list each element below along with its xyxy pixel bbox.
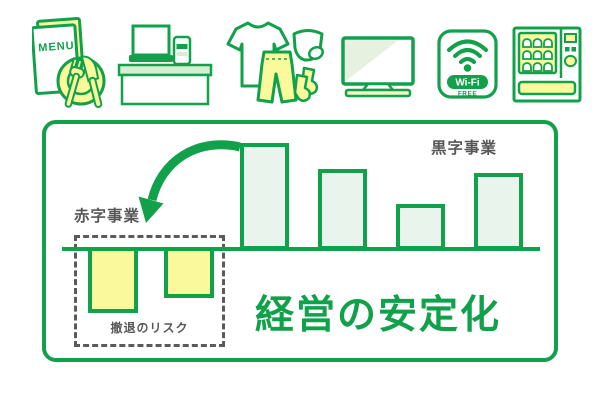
cash-register-icon (117, 24, 213, 106)
wifi-badge (447, 75, 488, 89)
dispense-tray (517, 80, 577, 96)
menu-text: MENU (38, 40, 75, 55)
counter-body (120, 73, 210, 106)
restaurant-menu-icon: MENU (32, 17, 106, 109)
clothing-icon (226, 21, 325, 104)
arrowhead-icon (138, 196, 164, 223)
pants-icon (256, 50, 298, 104)
loss-bars (88, 247, 214, 313)
bill-slot (564, 33, 577, 43)
knife-icon (80, 55, 103, 109)
counter-top (117, 63, 213, 77)
profit-bar (474, 173, 523, 250)
wifi-waves-icon (447, 39, 488, 64)
socks-icon (293, 66, 319, 102)
fork-icon (64, 57, 89, 108)
curved-arrow-icon (147, 140, 241, 202)
profit-bar (240, 143, 289, 250)
risk-label: 撤退のリスク (110, 321, 189, 335)
profit-bar (396, 204, 445, 250)
wifi-badge-text: Wi-Fi (455, 78, 480, 89)
main-title: 経営の安定化 (255, 294, 502, 337)
risk-dashed-box (74, 235, 225, 347)
loss-label: 赤字事業 (74, 208, 141, 225)
receipt-printer (172, 35, 192, 66)
tv-icon (341, 36, 415, 98)
panel-graphics (62, 140, 540, 251)
vending-machine-icon (512, 26, 582, 103)
product-slots (522, 38, 553, 72)
loss-bar (164, 247, 214, 298)
profit-bar (318, 169, 367, 250)
wifi-sign-icon: Wi-Fi FREE (437, 29, 498, 99)
profit-bars (240, 143, 523, 250)
coin-slot (564, 55, 577, 67)
laptop-screen (131, 24, 171, 57)
profit-label: 黒字事業 (431, 140, 498, 157)
wifi-free-text: FREE (458, 91, 478, 98)
chart-panel (42, 120, 558, 362)
tv-base (344, 88, 412, 98)
laptop-keyboard (129, 55, 173, 62)
